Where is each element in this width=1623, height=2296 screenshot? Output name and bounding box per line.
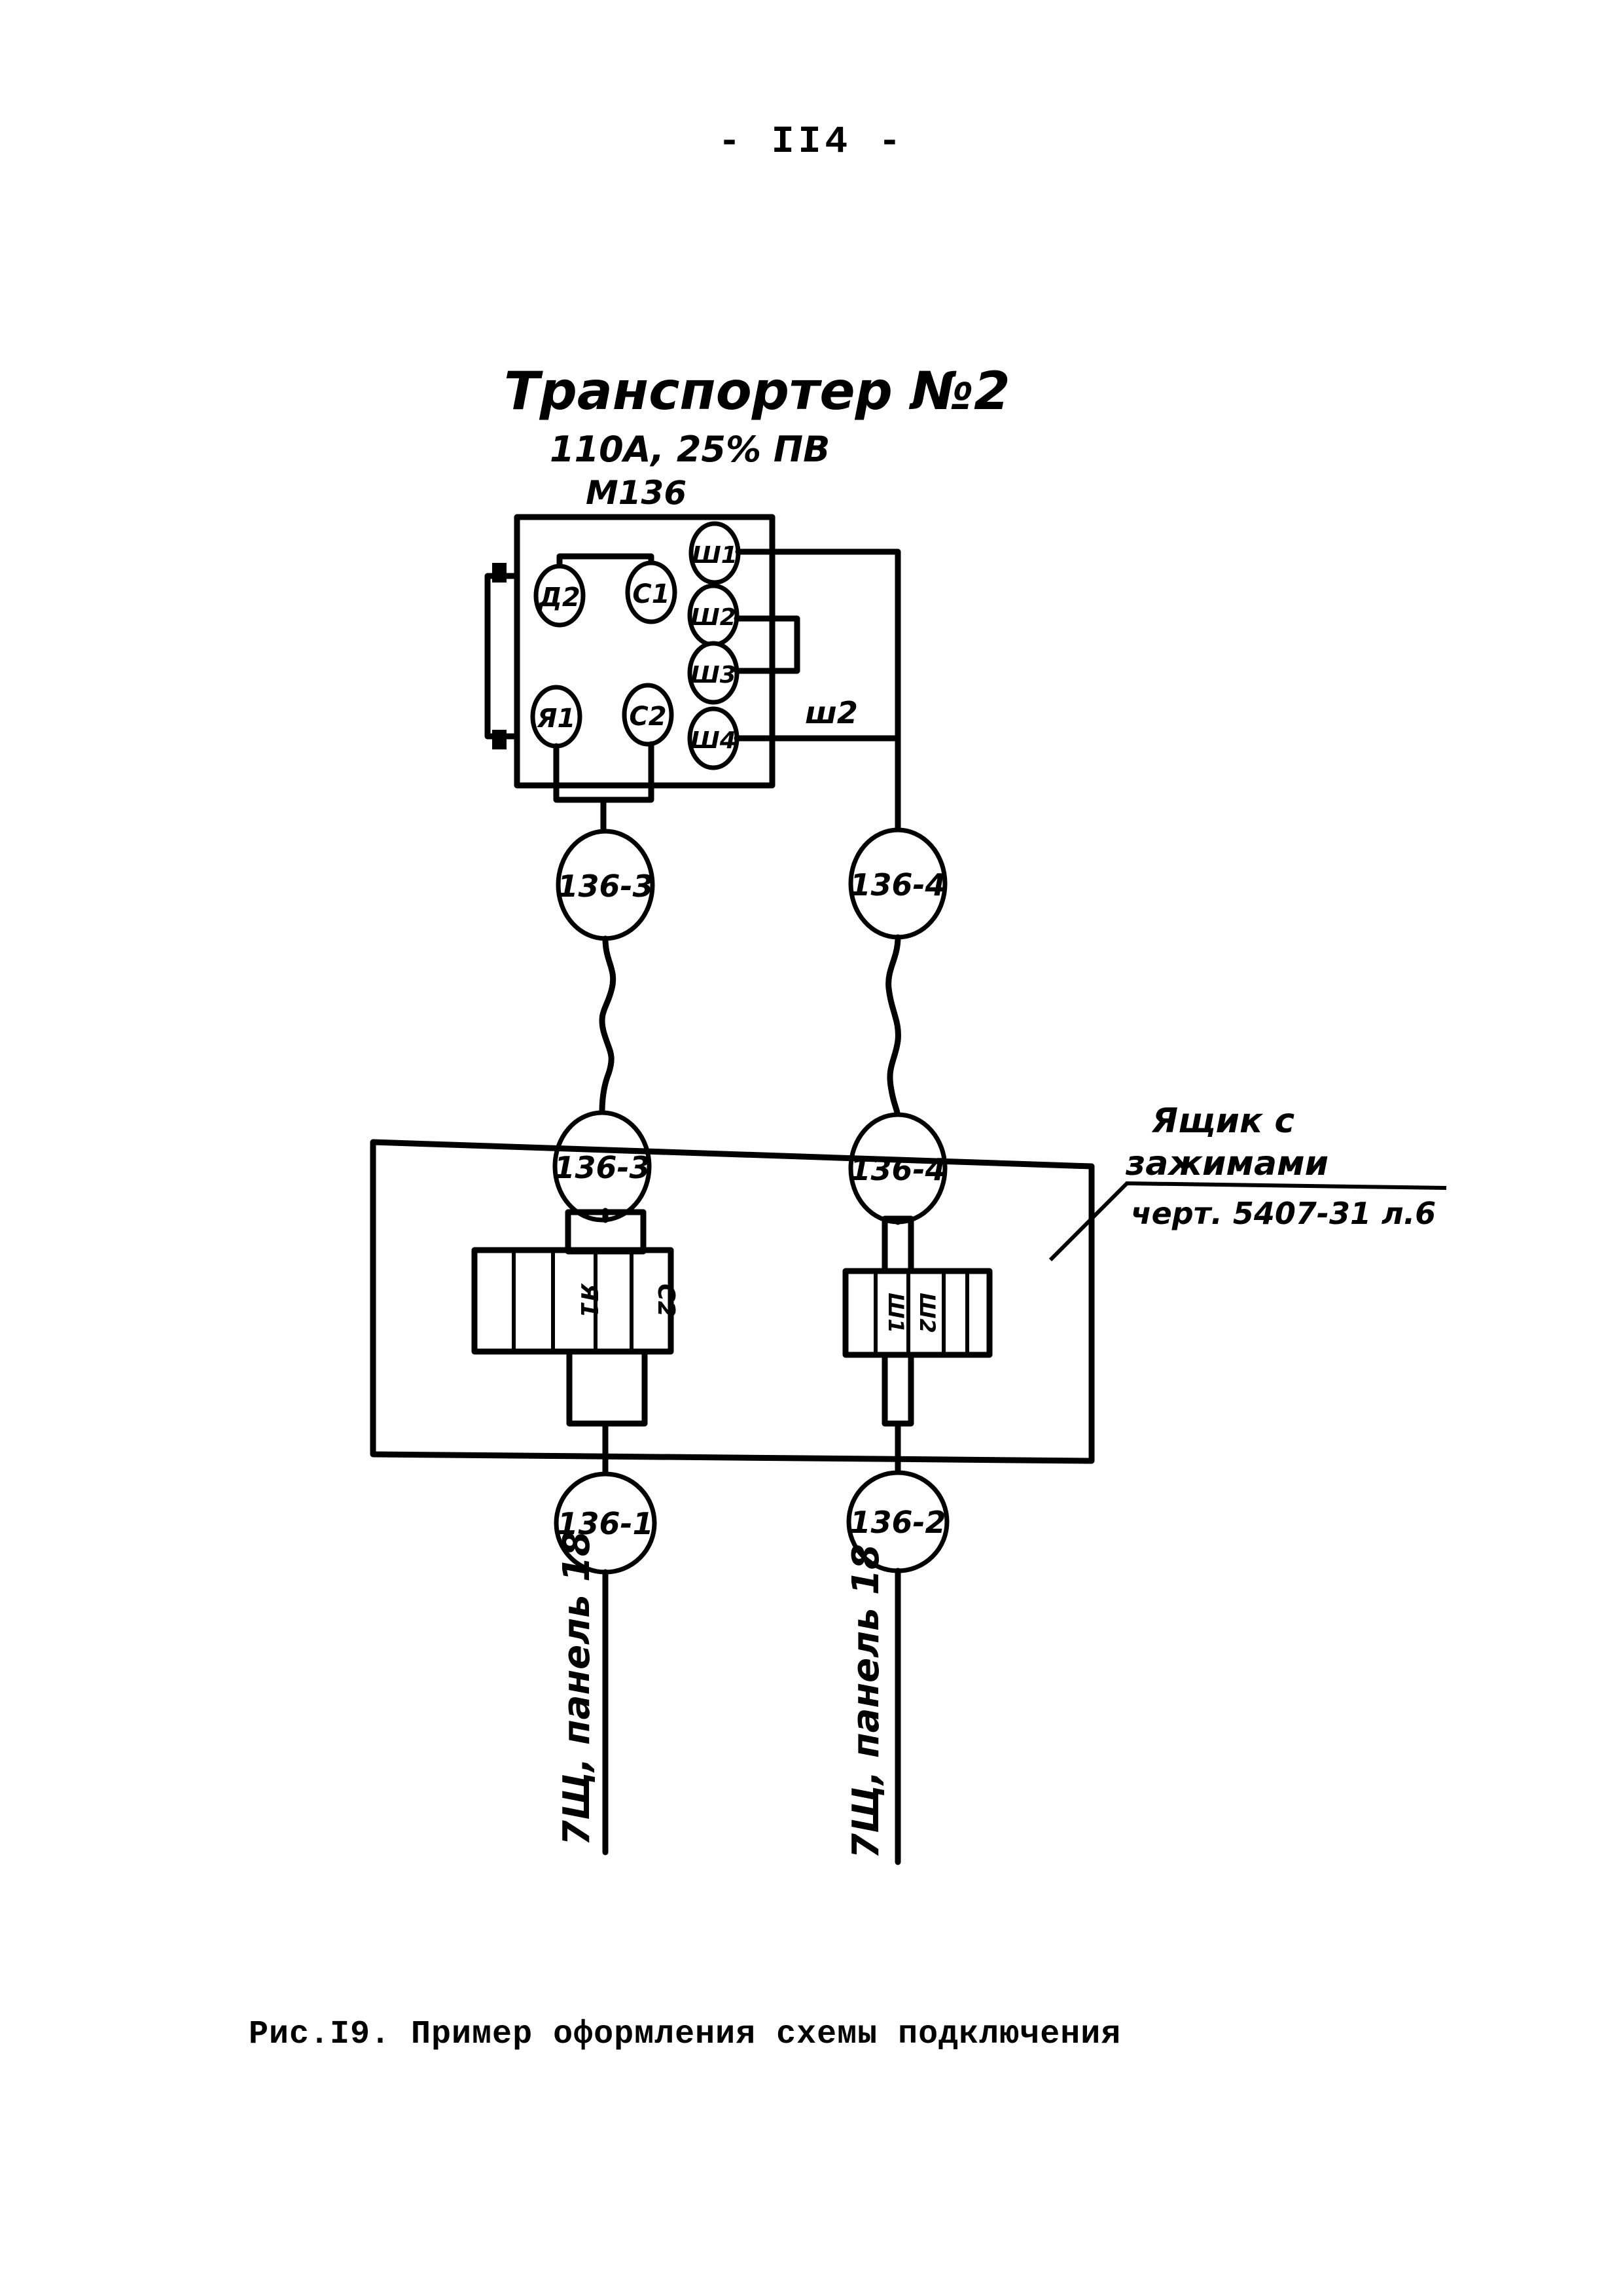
terminal-sh3: Ш3: [687, 641, 740, 705]
left-block-label-ya1: Я1: [575, 1283, 602, 1318]
terminal-d2: Д2: [533, 564, 586, 628]
junction-box-label-line1: Ящик с: [1151, 1102, 1294, 1141]
terminal-c1: С1: [625, 560, 677, 624]
svg-text:С1: С1: [632, 579, 669, 609]
page-number: - II4 -: [718, 121, 905, 164]
right-block-bottom-cap: [882, 1352, 914, 1427]
jumper-sh2-sh3: [734, 615, 800, 674]
motor-body-tab: [484, 573, 520, 740]
svg-text:136-3: 136-3: [557, 869, 653, 904]
right-block-label-sh2: Ш2: [915, 1293, 940, 1333]
motor-body-tab-cap-top: [492, 563, 507, 583]
cable-marker-mid-right: 136-4: [848, 1112, 948, 1225]
terminal-sh2: Ш2: [687, 583, 740, 647]
svg-text:Ш4: Ш4: [690, 727, 736, 754]
right-terminal-block: [842, 1268, 993, 1358]
svg-text:Ш3: Ш3: [690, 662, 736, 689]
junction-box-leader-line: [1048, 1181, 1447, 1262]
cable-run-left: [599, 935, 616, 1116]
motor-title: Транспортер №2: [504, 361, 1010, 422]
cable-marker-lower-left: 136-1: [554, 1471, 657, 1575]
cable-run-right: [885, 934, 901, 1122]
terminal-ya1: Я1: [530, 685, 582, 749]
cable-marker-upper-right: 136-4: [848, 827, 948, 940]
motor-body-tab-cap-bottom: [492, 730, 507, 749]
svg-text:Д2: Д2: [537, 583, 580, 613]
destination-left: 7Щ, панель 18: [556, 1531, 598, 1846]
svg-text:Ш2: Ш2: [690, 604, 736, 631]
terminal-sh4: Ш4: [687, 706, 740, 770]
left-block-dividers: [512, 1250, 633, 1352]
svg-text:136-3: 136-3: [554, 1150, 650, 1185]
junction-box: [370, 1139, 1095, 1464]
destination-right: 7Щ, панель 18: [845, 1544, 887, 1859]
terminal-c2: С2: [622, 683, 674, 747]
junction-box-label-line2: зажимами: [1125, 1144, 1329, 1183]
left-terminal-block: [471, 1247, 674, 1355]
svg-text:Я1: Я1: [537, 704, 576, 734]
bridge-ya1-c2: [553, 741, 654, 803]
right-block-top-cap: [882, 1215, 914, 1274]
right-block-dividers: [874, 1271, 969, 1355]
svg-text:С2: С2: [629, 702, 666, 732]
right-block-label-sh1: Ш1: [883, 1293, 908, 1333]
terminal-sh1: Ш1: [688, 521, 741, 585]
cable-marker-mid-left: 136-3: [552, 1110, 652, 1223]
wire-sh1: [735, 548, 901, 834]
cable-marker-upper-left: 136-3: [556, 829, 655, 941]
svg-text:136-1: 136-1: [557, 1506, 653, 1541]
motor-designation: М136: [586, 474, 687, 512]
svg-text:136-2: 136-2: [849, 1505, 946, 1540]
junction-box-drawing-ref: черт. 5407-31 л.6: [1131, 1196, 1436, 1231]
svg-text:Ш1: Ш1: [692, 542, 738, 569]
motor-rating: 110А, 25% ПВ: [550, 429, 830, 470]
left-block-label-c2: С2: [652, 1283, 679, 1317]
figure-caption: Рис.I9. Пример оформления схемы подключе…: [249, 2016, 1122, 2053]
wire-label-sh2: ш2: [805, 695, 858, 730]
left-block-bottom-cap: [566, 1348, 648, 1427]
svg-text:136-4: 136-4: [849, 867, 946, 903]
